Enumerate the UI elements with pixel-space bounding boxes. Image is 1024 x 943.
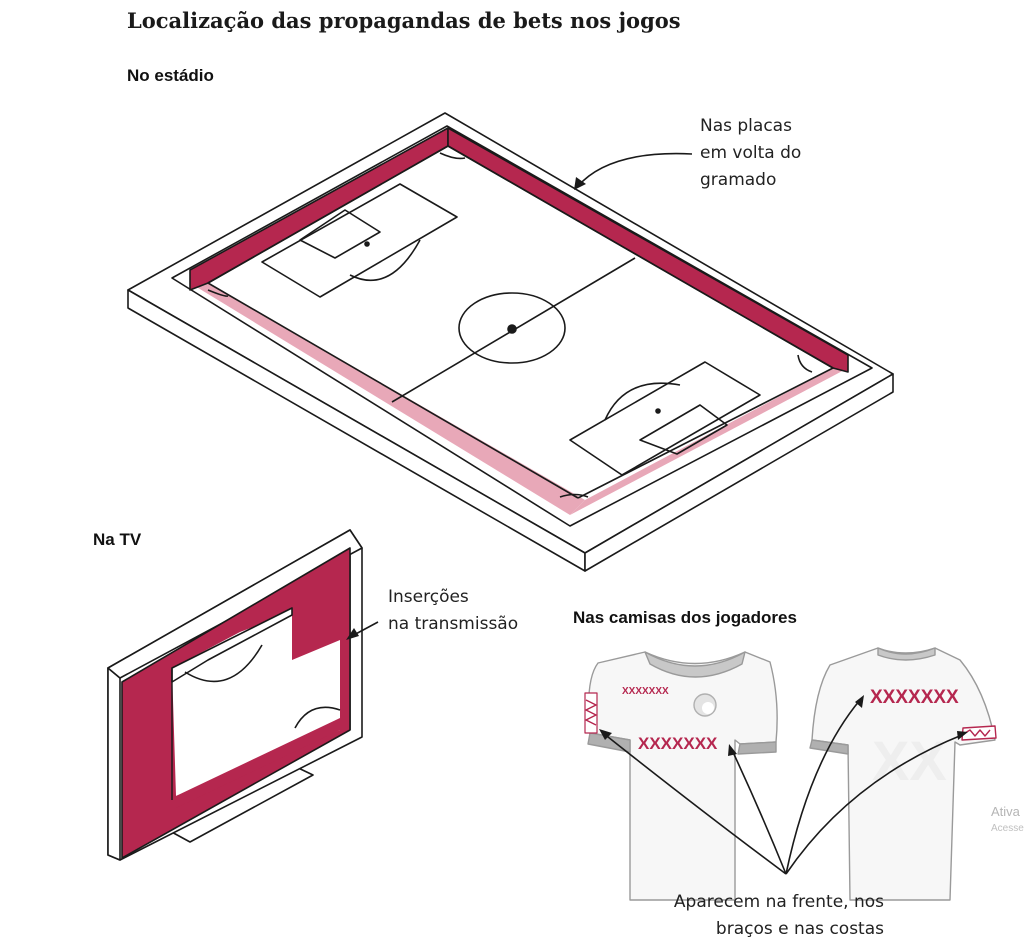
stadium-annotation-line: Nas placas — [700, 116, 792, 136]
front-chest-big-label: XXXXXXX — [638, 734, 718, 753]
shirt-annotation: Aparecem na frente, nos braços e nas cos… — [672, 889, 884, 943]
shirt-arrows — [602, 699, 963, 875]
front-chest-small-label: XXXXXXX — [622, 686, 669, 697]
stadium-annotation-arrow — [577, 152, 693, 187]
shirt-arrowheads — [599, 695, 968, 756]
page-title: Localização das propagandas de bets nos … — [127, 8, 681, 33]
stadium-diagram — [127, 112, 894, 572]
stadium-annotation-line: em volta do — [700, 143, 802, 163]
stadium-annotation-line: gramado — [700, 170, 777, 190]
shirt-annotation-line: braços e nas costas — [715, 919, 884, 939]
shirt-front — [584, 651, 778, 901]
shirt-annotation-line: Aparecem na frente, nos — [673, 892, 884, 912]
tv-annotation-line: Inserções — [388, 587, 469, 607]
watermark-text: Ativa — [991, 804, 1020, 819]
section-title-stadium: No estádio — [127, 66, 214, 85]
tv-diagram — [107, 529, 363, 861]
tv-annotation: Inserções na transmissão — [388, 584, 518, 638]
tv-annotation-line: na transmissão — [388, 614, 519, 634]
watermark-subtext: Acesse — [991, 823, 1024, 834]
stadium-annotation: Nas placas em volta do gramado — [700, 113, 801, 194]
back-top-label: XXXXXXX — [870, 687, 959, 708]
section-title-tv: Na TV — [93, 530, 142, 549]
ad-board-front-left — [190, 283, 585, 515]
ad-board-back-right — [447, 127, 849, 373]
ad-board-front-right — [570, 368, 848, 515]
section-title-shirts: Nas camisas dos jogadores — [573, 608, 797, 627]
